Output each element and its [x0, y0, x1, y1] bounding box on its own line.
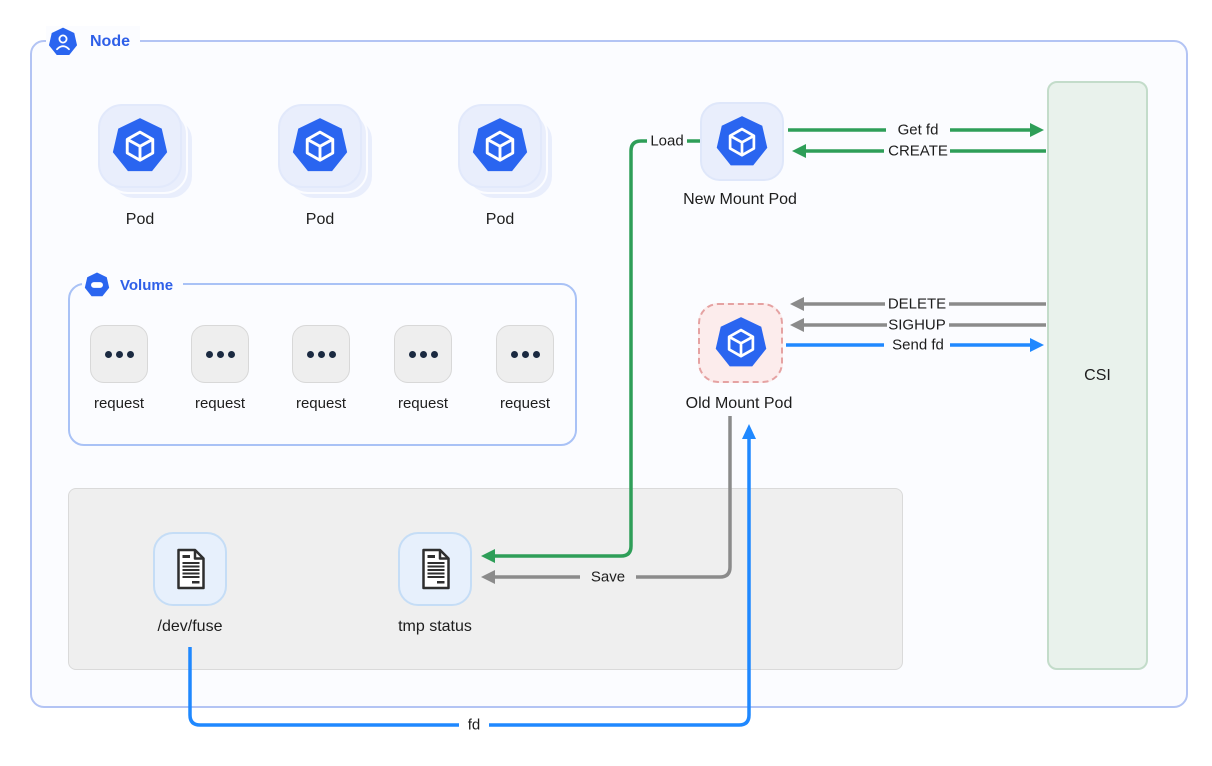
create-arrow-label: CREATE	[888, 142, 948, 160]
ellipsis-icon	[496, 325, 554, 383]
pod-card	[278, 104, 362, 188]
load-arrow-label: Load	[650, 132, 684, 150]
request-item-4: request	[394, 325, 452, 412]
pod-label: Pod	[485, 211, 515, 228]
delete-arrow-label: DELETE	[887, 295, 947, 313]
ellipsis-icon	[292, 325, 350, 383]
request-item-3: request	[292, 325, 350, 412]
old-mount-pod-card	[698, 303, 783, 383]
request-label: request	[295, 395, 347, 412]
pod-cube-icon	[111, 117, 169, 175]
volume-label: Volume	[120, 276, 174, 294]
fd-arrow-label: fd	[467, 716, 481, 734]
dev-fuse-item: /dev/fuse	[153, 532, 227, 635]
send-fd-arrow-label: Send fd	[892, 336, 944, 354]
pod-group-2: Pod	[278, 104, 376, 228]
new-mount-pod-card	[700, 102, 784, 181]
csi-container: CSI	[1047, 81, 1148, 670]
node-label-chip: Node	[46, 26, 140, 58]
pod-group-1: Pod	[98, 104, 196, 228]
ellipsis-icon	[90, 325, 148, 383]
volume-label-chip: Volume	[82, 271, 184, 299]
document-icon	[398, 532, 472, 606]
volume-icon	[84, 272, 110, 298]
request-label: request	[499, 395, 551, 412]
request-label: request	[93, 395, 145, 412]
ellipsis-icon	[394, 325, 452, 383]
tmp-status-label: tmp status	[398, 618, 472, 635]
dev-fuse-label: /dev/fuse	[157, 618, 223, 635]
request-label: request	[397, 395, 449, 412]
tmp-status-item: tmp status	[398, 532, 472, 635]
csi-label: CSI	[1084, 366, 1111, 384]
pod-label: Pod	[125, 211, 155, 228]
pod-group-3: Pod	[458, 104, 556, 228]
pod-label: Pod	[305, 211, 335, 228]
node-label: Node	[90, 33, 130, 50]
new-mount-pod-label: New Mount Pod	[683, 191, 797, 208]
request-item-1: request	[90, 325, 148, 412]
pod-cube-icon	[714, 316, 768, 370]
sighup-arrow-label: SIGHUP	[888, 316, 946, 334]
pod-cube-icon	[291, 117, 349, 175]
ellipsis-icon	[191, 325, 249, 383]
save-arrow-label: Save	[590, 568, 626, 586]
request-label: request	[194, 395, 246, 412]
pod-cube-icon	[715, 115, 769, 169]
kubernetes-node-icon	[48, 27, 78, 57]
request-item-2: request	[191, 325, 249, 412]
pod-card	[458, 104, 542, 188]
pod-cube-icon	[471, 117, 529, 175]
pod-card	[98, 104, 182, 188]
request-item-5: request	[496, 325, 554, 412]
file-glyph-icon	[410, 544, 460, 594]
get-fd-arrow-label: Get fd	[897, 121, 939, 139]
document-icon	[153, 532, 227, 606]
old-mount-pod-label: Old Mount Pod	[685, 395, 793, 412]
file-glyph-icon	[165, 544, 215, 594]
